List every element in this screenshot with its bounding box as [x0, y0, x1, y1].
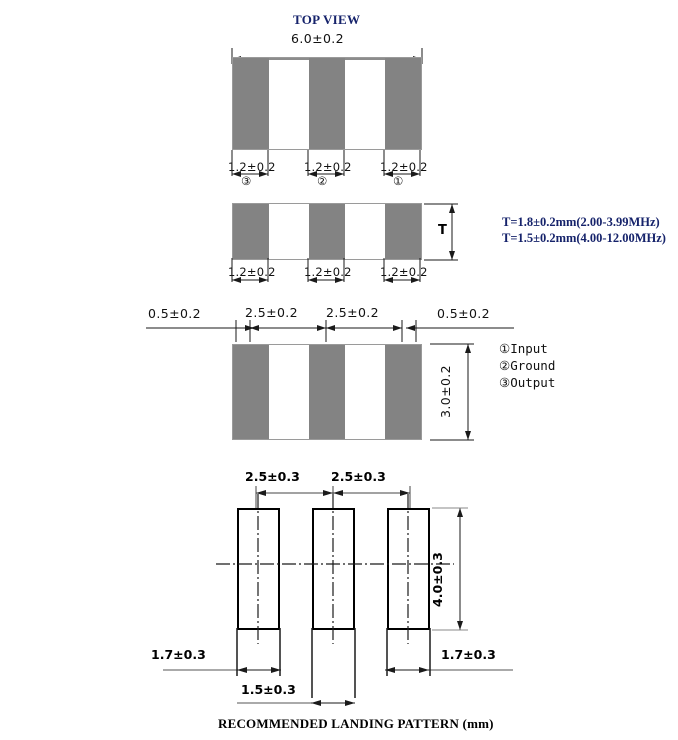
bottom-view-edge-left-label: 0.5±0.2 — [148, 306, 202, 321]
landing-gap-dimline — [237, 698, 367, 712]
bottom-view-height-label: 3.0±0.2 — [438, 364, 453, 418]
landing-height-label: 4.0±0.3 — [430, 552, 445, 607]
side-view-body — [232, 203, 422, 260]
bottom-view-edge-right-label: 0.5±0.2 — [437, 306, 491, 321]
top-view-pad-dimlines — [228, 150, 428, 182]
bottom-view-pitch-left-label: 2.5±0.2 — [245, 305, 299, 320]
top-view-pad1-width-label: 1.2±0.2 — [380, 160, 428, 174]
landing-horizontal-centerline — [216, 562, 456, 566]
bottom-view-pad-2 — [309, 345, 345, 439]
pin-legend-item-input: ①Input — [499, 341, 548, 356]
thickness-note-line-2: T=1.5±0.2mm(4.00-12.00MHz) — [502, 231, 666, 245]
pin-legend-item-output: ③Output — [499, 375, 556, 390]
landing-pitch-left-label: 2.5±0.3 — [245, 469, 300, 484]
top-view-pin-marker-3: ③ — [241, 174, 252, 188]
top-view-pad3-width-label: 1.2±0.2 — [228, 160, 276, 174]
landing-bottom-extension-lines — [236, 628, 436, 706]
side-view-thickness-dimline — [424, 200, 460, 264]
landing-pitch-dimlines — [232, 486, 442, 510]
thickness-note-line-1: T=1.8±0.2mm(2.00-3.99MHz) — [502, 215, 660, 229]
top-view-pad-3 — [233, 58, 269, 149]
bottom-view-pad-3 — [233, 345, 269, 439]
side-view-pad2-width-label: 1.2±0.2 — [304, 265, 352, 279]
side-view-pad-1 — [385, 204, 421, 259]
landing-edge-right-dimline — [385, 664, 515, 678]
landing-pattern-caption: RECOMMENDED LANDING PATTERN (mm) — [218, 716, 494, 731]
side-view-pad-2 — [309, 204, 345, 259]
landing-pad-center-centerline — [331, 494, 335, 644]
side-view-pad-3 — [233, 204, 269, 259]
landing-gap-label: 1.5±0.3 — [241, 682, 296, 697]
top-view-pad-2 — [309, 58, 345, 149]
top-view-pin-marker-1: ① — [393, 174, 404, 188]
landing-pad-left-centerline — [256, 494, 260, 644]
bottom-view-pitch-right-label: 2.5±0.2 — [326, 305, 380, 320]
top-view-pin-marker-2: ② — [317, 174, 328, 188]
landing-edge-left-label: 1.7±0.3 — [151, 647, 206, 662]
landing-pitch-right-label: 2.5±0.3 — [331, 469, 386, 484]
bottom-view-height-dimline — [430, 338, 476, 448]
top-view-overall-width-label: 6.0±0.2 — [291, 31, 345, 46]
bottom-view-pad-1 — [385, 345, 421, 439]
side-view-pad3-width-label: 1.2±0.2 — [228, 265, 276, 279]
pin-legend-item-ground: ②Ground — [499, 358, 556, 373]
side-view-pad1-width-label: 1.2±0.2 — [380, 265, 428, 279]
side-view-pad-dimlines — [228, 258, 428, 286]
top-view-pad-1 — [385, 58, 421, 149]
landing-height-dimline — [432, 502, 472, 638]
bottom-view-body — [232, 344, 422, 440]
top-view-body — [232, 57, 422, 150]
landing-pad-right-centerline — [406, 494, 410, 644]
top-view-pad2-width-label: 1.2±0.2 — [304, 160, 352, 174]
side-view-thickness-symbol: T — [438, 223, 447, 238]
bottom-view-pitch-dimlines — [232, 320, 432, 346]
landing-edge-right-label: 1.7±0.3 — [441, 647, 496, 662]
landing-edge-left-dimline — [163, 664, 293, 678]
bottom-view-edge-right-leader — [396, 322, 516, 334]
top-view-title: TOP VIEW — [293, 12, 361, 27]
